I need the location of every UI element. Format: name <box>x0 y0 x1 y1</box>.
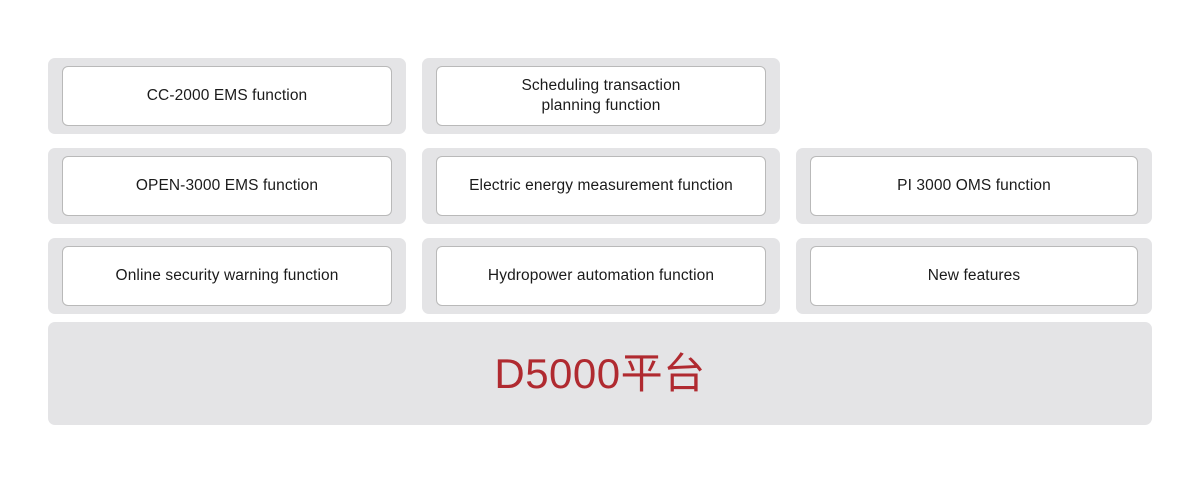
function-card-new-features[interactable]: New features <box>810 246 1138 306</box>
function-cell-r1c3-empty <box>796 58 1152 134</box>
function-card-cc-2000-ems[interactable]: CC-2000 EMS function <box>62 66 392 126</box>
function-cell-r3c1[interactable]: Online security warning function <box>48 238 406 314</box>
function-card-hydropower-automation[interactable]: Hydropower automation function <box>436 246 766 306</box>
function-card-open-3000-ems[interactable]: OPEN-3000 EMS function <box>62 156 392 216</box>
function-card-label: Hydropower automation function <box>487 267 715 285</box>
function-card-label: CC-2000 EMS function <box>146 87 308 105</box>
function-cell-r2c1[interactable]: OPEN-3000 EMS function <box>48 148 406 224</box>
function-card-label: New features <box>927 267 1021 285</box>
function-card-online-security-warning[interactable]: Online security warning function <box>62 246 392 306</box>
function-card-label: Electric energy measurement function <box>469 177 733 195</box>
function-card-label: OPEN-3000 EMS function <box>135 177 319 195</box>
function-card-label: Scheduling transaction planning function <box>521 77 681 114</box>
function-cell-r3c2[interactable]: Hydropower automation function <box>422 238 780 314</box>
function-cell-r1c1[interactable]: CC-2000 EMS function <box>48 58 406 134</box>
platform-banner[interactable]: D5000平台 <box>48 322 1152 425</box>
function-cell-r1c2[interactable]: Scheduling transaction planning function <box>422 58 780 134</box>
function-card-scheduling-transaction-planning[interactable]: Scheduling transaction planning function <box>436 66 766 126</box>
function-card-label: PI 3000 OMS function <box>897 177 1051 195</box>
function-card-electric-energy-measurement[interactable]: Electric energy measurement function <box>436 156 766 216</box>
function-cell-r2c2[interactable]: Electric energy measurement function <box>422 148 780 224</box>
function-cell-r3c3[interactable]: New features <box>796 238 1152 314</box>
function-grid: CC-2000 EMS function Scheduling transact… <box>48 58 1152 314</box>
function-cell-r2c3[interactable]: PI 3000 OMS function <box>796 148 1152 224</box>
platform-title: D5000平台 <box>494 349 706 397</box>
function-card-pi-3000-oms[interactable]: PI 3000 OMS function <box>810 156 1138 216</box>
function-card-label: Online security warning function <box>115 267 339 285</box>
